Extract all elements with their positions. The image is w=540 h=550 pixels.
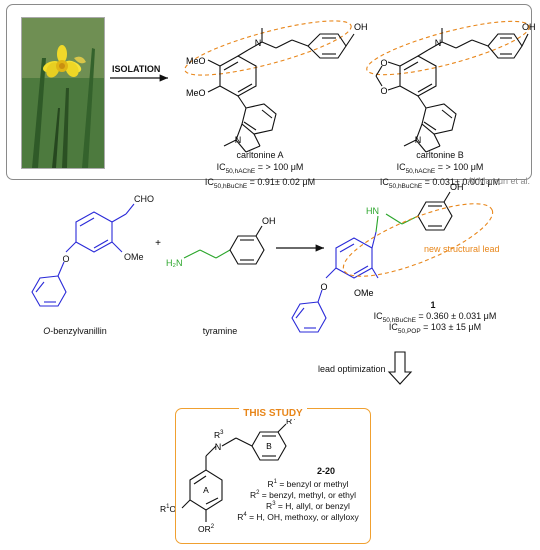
carltonine-b-name: carltonine B bbox=[416, 150, 464, 160]
tyramine-structure bbox=[183, 249, 231, 259]
carltonine-b-o2-label: O bbox=[380, 86, 387, 96]
r3-definition: R3 = H, allyl, or benzyl bbox=[266, 500, 350, 511]
lead-optimization-label: lead optimization bbox=[318, 364, 386, 374]
image-credit: Al Mamun et al. bbox=[467, 176, 530, 186]
compound-1-structure bbox=[291, 231, 379, 333]
carltonine-b-structure bbox=[366, 20, 530, 153]
general-n-label: N bbox=[215, 442, 222, 452]
ome-label-reactant: OMe bbox=[124, 252, 144, 262]
carltonine-b-caption: carltonine B IC50,hAChE = > 100 μM IC50,… bbox=[375, 150, 505, 192]
isolation-panel bbox=[6, 4, 532, 180]
carltonine-a-oh-label: OH bbox=[354, 22, 368, 32]
carltonine-a-meo1-label: MeO bbox=[186, 56, 206, 66]
carltonine-a-name: carltonine A bbox=[236, 150, 284, 160]
carltonine-a-structure bbox=[184, 20, 355, 153]
compound-1-label: 1 bbox=[430, 300, 436, 310]
tyramine-oh-label: OH bbox=[262, 216, 276, 226]
plus-sign: + bbox=[155, 238, 161, 249]
r3-label: R3 bbox=[214, 430, 224, 440]
r1-definition: R1 = benzyl or methyl bbox=[267, 478, 349, 489]
carltonine-b-oh-label: OH bbox=[522, 22, 536, 32]
daffodil-photo bbox=[21, 17, 105, 169]
ome-label-product: OMe bbox=[354, 288, 374, 298]
r1o-label: R1O bbox=[160, 504, 176, 514]
carltonine-a-n2-label: N bbox=[235, 135, 242, 145]
or2-label: OR2 bbox=[198, 524, 215, 534]
this-study-title: THIS STUDY bbox=[176, 403, 370, 421]
carltonine-a-n-label: N bbox=[255, 38, 262, 48]
isolation-label: ISOLATION bbox=[112, 64, 161, 74]
compound-1-pop: IC50,POP = 103 ± 15 μM bbox=[388, 322, 482, 335]
h2n-label: H₂N bbox=[166, 258, 183, 268]
new-lead-note: new structural lead bbox=[424, 244, 500, 254]
ring-a-label: A bbox=[203, 485, 209, 495]
o-label-product: O bbox=[320, 282, 327, 292]
compound-1-buche: IC50,hBuChE = 0.360 ± 0.031 μM bbox=[373, 311, 497, 324]
o-label-reactant: O bbox=[62, 254, 69, 264]
carltonine-a-meo2-label: MeO bbox=[186, 88, 206, 98]
carltonine-b-ache: IC50,hAChE = > 100 μM bbox=[396, 161, 484, 175]
hn-label: HN bbox=[366, 206, 379, 216]
carltonine-b-n2-label: N bbox=[415, 135, 422, 145]
carltonine-b-o1-label: O bbox=[380, 58, 387, 68]
compounds-range: 2-20 bbox=[316, 466, 335, 476]
general-structure bbox=[181, 423, 287, 522]
carltonine-b-buche: IC50,hBuChE = 0.031± 0.001 μM bbox=[379, 176, 501, 190]
lead-optimization-arrow bbox=[387, 351, 413, 385]
r4-definition: R4 = H, OH, methoxy, or allyloxy bbox=[237, 511, 359, 522]
carltonine-a-ache: IC50,hAChE = > 100 μM bbox=[216, 161, 304, 175]
carltonine-a-caption: carltonine A IC50,hAChE = > 100 μM IC50,… bbox=[200, 150, 320, 192]
ring-b-label: B bbox=[266, 441, 272, 451]
r4-label: R4 bbox=[286, 416, 296, 426]
o-benzylvanillin-label: O-benzylvanillin bbox=[43, 326, 107, 336]
compound-1-oh-label: OH bbox=[450, 182, 464, 192]
lead-highlight-ellipse bbox=[342, 203, 494, 277]
cho-label: CHO bbox=[134, 194, 154, 204]
r2-definition: R2 = benzyl, methyl, or ethyl bbox=[249, 489, 357, 500]
this-study-box: THIS STUDY bbox=[175, 408, 371, 544]
carltonine-a-buche: IC50,hBuChE = 0.91± 0.02 μM bbox=[204, 176, 316, 190]
tyramine-label: tyramine bbox=[202, 326, 238, 336]
o-benzylvanillin-structure bbox=[31, 203, 135, 307]
carltonine-b-n-label: N bbox=[435, 38, 442, 48]
